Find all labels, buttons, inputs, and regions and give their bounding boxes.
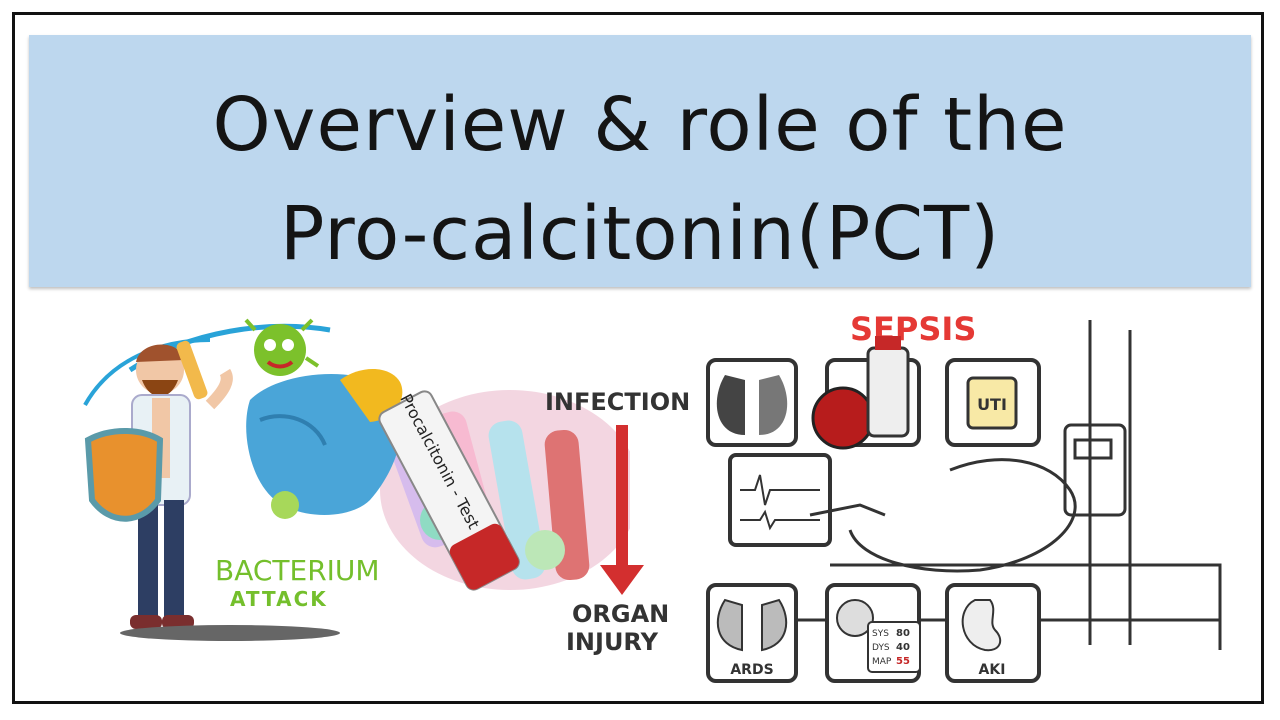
- dys-label: DYS: [872, 643, 890, 653]
- ards-label: ARDS: [730, 662, 773, 678]
- slide-title-line1: Overview & role of the: [212, 82, 1068, 168]
- organ-label: ORGAN: [572, 600, 669, 628]
- bp-monitor-icon: SYS 80 DYS 40 MAP 55: [825, 583, 921, 683]
- sepsis-illustration: SEPSIS INFECTION ORGAN INJURY UTI: [545, 310, 1222, 683]
- map-label: MAP: [872, 657, 892, 667]
- attack-text: ATTACK: [230, 587, 328, 611]
- dys-value: 40: [896, 642, 910, 653]
- uti-label: UTI: [977, 395, 1007, 414]
- gloved-hand: [246, 368, 403, 515]
- down-arrow: [600, 425, 644, 595]
- bacterium-icon: [244, 318, 320, 519]
- kidney-icon: AKI: [945, 583, 1041, 683]
- ards-xray-icon: ARDS: [706, 583, 798, 683]
- bacterium-text: BACTERIUM: [215, 554, 380, 587]
- sys-value: 80: [896, 628, 910, 639]
- sepsis-title: SEPSIS: [850, 310, 976, 348]
- bacterium-attack-illustration: Procalcitonin - Test BACTERIUM ATTACK: [83, 318, 630, 641]
- monitor-icon: [728, 453, 832, 547]
- slide-title-line2: Pro-calcitonin(PCT): [279, 191, 1001, 277]
- lungs-xray-icon: [706, 358, 798, 447]
- bacteria-bottle-icon: [811, 336, 921, 450]
- title-banner: [29, 35, 1251, 287]
- injury-label: INJURY: [566, 628, 659, 656]
- map-value: 55: [896, 656, 910, 667]
- sys-label: SYS: [872, 629, 889, 639]
- infection-label: INFECTION: [545, 388, 690, 416]
- urine-cup-icon: UTI: [945, 358, 1041, 447]
- aki-label: AKI: [979, 662, 1006, 678]
